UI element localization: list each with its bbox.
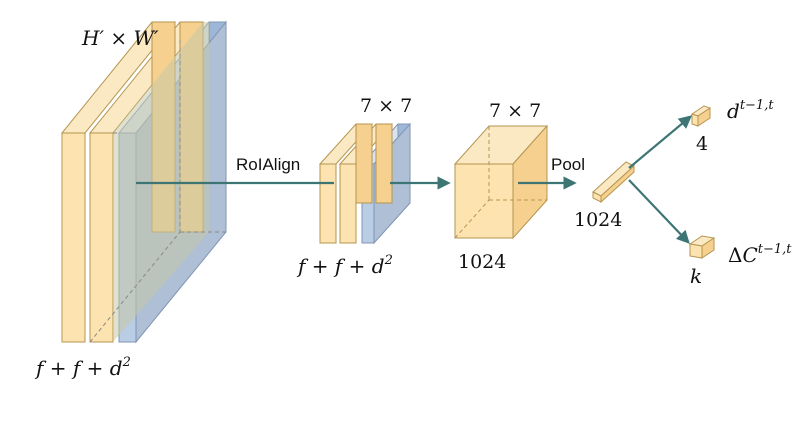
fc-size-label: 7 × 7 [489, 100, 541, 122]
pooled-vector [592, 161, 635, 204]
pool-label: Pool [551, 155, 585, 174]
roi-size-label: 7 × 7 [360, 95, 412, 117]
fc-channels-label: 1024 [458, 251, 506, 273]
arrow-to-class [628, 179, 690, 244]
input-channels-label: f + f + d2 [34, 355, 131, 380]
arrows [136, 115, 693, 244]
class-dim-label: k [690, 264, 702, 288]
displacement-dim-label: 4 [696, 133, 708, 155]
class-output-label: ΔCt−1,t [728, 242, 792, 267]
input-size-label: H′ × W′ [81, 26, 159, 50]
displacement-output-label: dt−1,t [727, 98, 774, 123]
pool-channels-label: 1024 [574, 209, 622, 231]
arrow-to-displacement [628, 115, 693, 169]
output-block-class [688, 235, 716, 259]
roi-channels-label: f + f + d2 [296, 253, 393, 278]
output-block-displacement [690, 105, 712, 127]
roialign-label: RoIAlign [236, 155, 300, 174]
